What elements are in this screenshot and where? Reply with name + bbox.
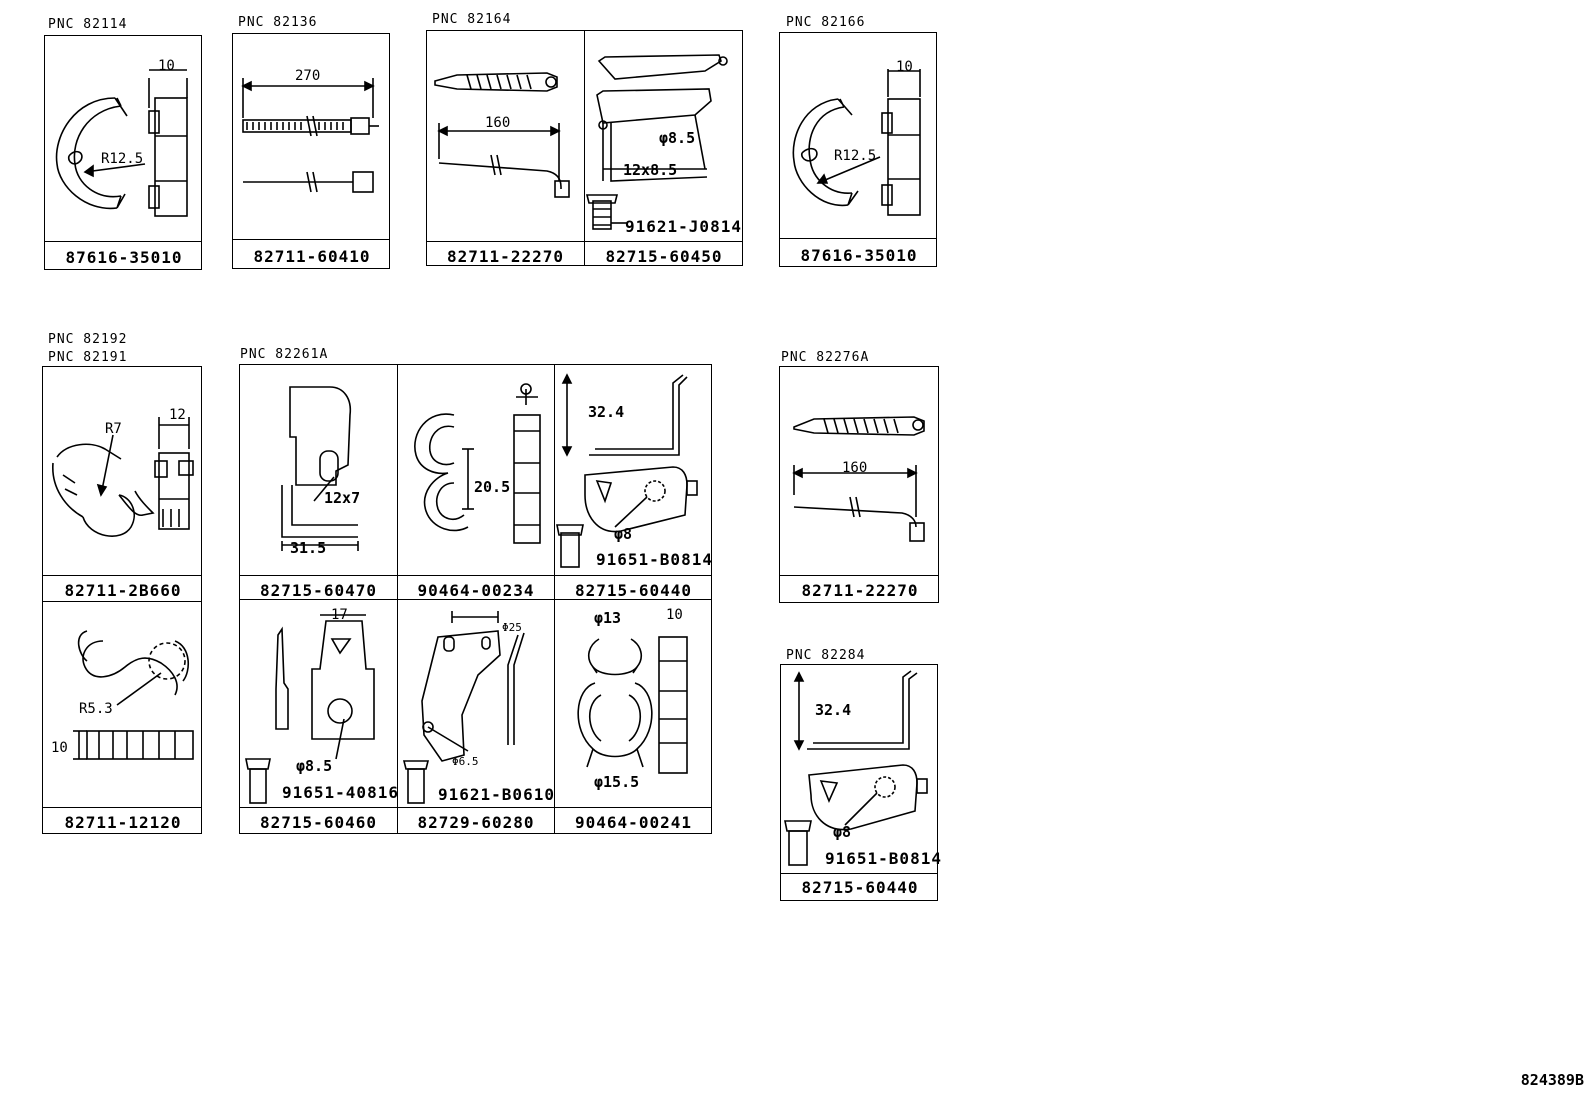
part-panel-82114: 10 R12.5 87616-35010	[44, 35, 202, 270]
part-number: 82729-60280	[417, 813, 535, 832]
pnc-label: PNC 82114	[48, 17, 128, 32]
length-label: 270	[295, 68, 321, 84]
phi-label: φ15.5	[594, 773, 640, 791]
height-label: 20.5	[474, 478, 511, 496]
part-number: 82711-2B660	[64, 581, 182, 600]
clip-bottom-drawing	[73, 630, 194, 760]
bolt-part-number: 91621-J0814	[625, 217, 742, 236]
part-number: 82715-60440	[575, 581, 692, 600]
part-number: 82711-12120	[64, 813, 182, 832]
bracket-60470-drawing	[281, 386, 359, 551]
phi-label: Φ6.5	[452, 755, 479, 768]
bracket-drawing	[585, 54, 728, 230]
radius-label: R12.5	[834, 148, 877, 164]
part-number: 87616-35010	[800, 246, 918, 265]
diagram-reference: 824389B	[1520, 1071, 1584, 1089]
height-label: 32.4	[815, 701, 852, 719]
part-number: 82711-22270	[801, 581, 919, 600]
phi-label: φ8	[614, 525, 633, 543]
pnc-label: PNC 82192	[48, 332, 128, 347]
part-number: 87616-35010	[65, 248, 183, 267]
clip-drawing	[55, 69, 188, 217]
height-label: 10	[51, 740, 68, 756]
radius-label: R5.3	[79, 701, 113, 717]
bolt-part-number: 91651-40816	[282, 783, 399, 802]
slot-label: 12x7	[324, 489, 361, 507]
bracket-60460-drawing	[245, 614, 375, 804]
clip-top-drawing	[52, 417, 194, 537]
bracket-60280-drawing	[402, 611, 525, 804]
pnc-label: PNC 82136	[238, 15, 318, 30]
part-number: 90464-00241	[575, 813, 692, 832]
clip-00241-drawing	[577, 636, 688, 774]
part-number: 82715-60470	[260, 581, 377, 600]
part-number: 82711-22270	[447, 247, 564, 266]
bolt-part-number: 91621-B0610	[438, 785, 555, 804]
length-label: 160	[842, 460, 868, 476]
clip-drawing	[792, 69, 921, 216]
slot-label: 12x8.5	[623, 161, 678, 179]
clip-tie-drawing	[434, 72, 570, 198]
bracket-60440-drawing	[556, 373, 698, 568]
radius-label: R12.5	[101, 151, 144, 167]
phi-label: Φ25	[502, 621, 522, 634]
part-panel-82164: 160 φ8.5 12x8.5 91621-J0814 82711-22270 …	[426, 30, 743, 266]
pnc-label: PNC 82191	[48, 350, 128, 365]
width-label: 12	[169, 407, 186, 423]
part-number: 90464-00234	[417, 581, 535, 600]
part-number: 82715-60450	[605, 247, 723, 266]
phi-label: φ8.5	[659, 129, 696, 147]
part-panel-82136: 270 82711-60410	[232, 33, 390, 269]
phi-label: φ8	[833, 823, 852, 841]
part-panel-82261A: 12x7 31.5 20.5 32.4 φ8 91651-B0814 82715…	[239, 364, 712, 834]
bolt-part-number: 91651-B0814	[596, 550, 713, 569]
bracket-60440-drawing	[784, 670, 928, 866]
part-number: 82715-60440	[801, 878, 919, 897]
width-label: 10	[158, 58, 175, 74]
part-panel-82276A: 160 82711-22270	[779, 366, 939, 603]
part-panel-82191: R7 12 82711-2B660 R5.3 10 82711-12120	[42, 366, 202, 834]
part-number: 82711-60410	[253, 247, 371, 266]
pnc-label: PNC 82164	[432, 12, 512, 27]
height-label: 32.4	[588, 403, 625, 421]
radius-label: R7	[105, 421, 122, 437]
double-clip-00234-drawing	[414, 383, 541, 544]
phi-label: φ8.5	[296, 757, 333, 775]
pnc-label: PNC 82276A	[781, 350, 870, 365]
width-label: 31.5	[290, 539, 327, 557]
pnc-label: PNC 82261A	[240, 347, 329, 362]
part-panel-82284: 32.4 φ8 91651-B0814 82715-60440	[780, 664, 941, 901]
pnc-label: PNC 82166	[786, 15, 866, 30]
bolt-part-number: 91651-B0814	[825, 849, 942, 868]
pnc-label: PNC 82284	[786, 648, 866, 663]
length-label: 160	[485, 115, 511, 131]
cable-tie-drawing	[241, 78, 379, 193]
width-label: 17	[331, 607, 348, 623]
part-number: 82715-60460	[260, 813, 377, 832]
clip-tie-drawing	[792, 416, 925, 542]
width-label: 10	[896, 59, 913, 75]
width-label: 10	[666, 607, 683, 623]
part-panel-82166: 10 R12.5 87616-35010	[779, 32, 937, 267]
phi-label: φ13	[594, 609, 622, 627]
